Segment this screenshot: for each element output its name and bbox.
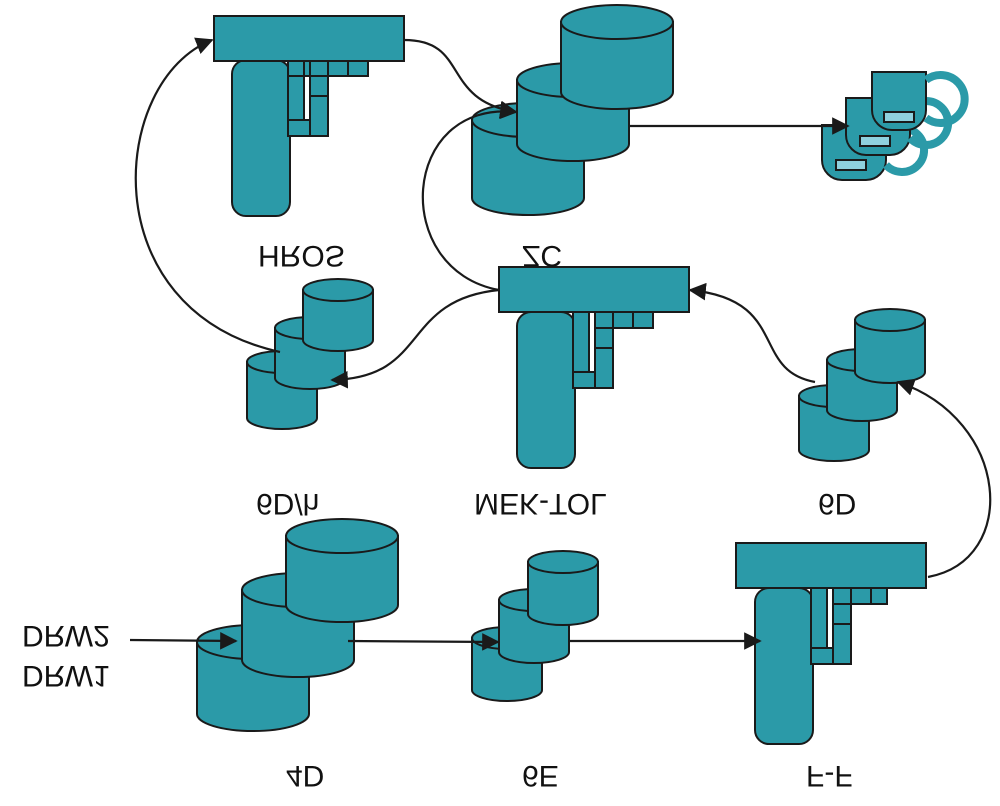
6e-cylinders <box>471 550 599 702</box>
label-dr-line2: DRW1 <box>22 659 110 692</box>
label-zc: ZC <box>522 239 562 272</box>
zc-cylinders <box>471 4 674 216</box>
mek-tol-machine <box>498 266 690 469</box>
arrow-6d-to-mektol <box>688 282 816 384</box>
4d-cylinders <box>196 518 399 732</box>
arrow-4d-to-6e <box>347 633 500 651</box>
flow-arrows <box>129 37 992 651</box>
arrow-mektol-to-6dh <box>330 288 500 389</box>
gdh-cylinders <box>246 278 374 430</box>
label-dr-line1: DRW2 <box>22 619 110 652</box>
label-mek-tol: MEK-TOL <box>474 487 607 520</box>
arrow-mektol-to-zc <box>421 101 518 292</box>
gd-cylinders <box>798 308 926 462</box>
label-hros: HROS <box>258 239 345 272</box>
arrow-6dh-to-hros <box>134 37 281 354</box>
arrow-hros-to-zc <box>403 38 518 119</box>
label-f-f: F-F <box>806 759 853 792</box>
label-4d: 4D <box>286 759 325 792</box>
arrow-ff-to-6d <box>896 378 992 579</box>
label-gdh: 6D/h <box>256 487 320 520</box>
label-6e: 6E <box>522 759 559 792</box>
label-gd: 6D <box>818 487 857 520</box>
output-samples <box>821 71 969 181</box>
f-f-machine <box>735 542 927 745</box>
arrow-dr-to-4d <box>129 632 238 650</box>
hros-machine <box>213 15 405 217</box>
